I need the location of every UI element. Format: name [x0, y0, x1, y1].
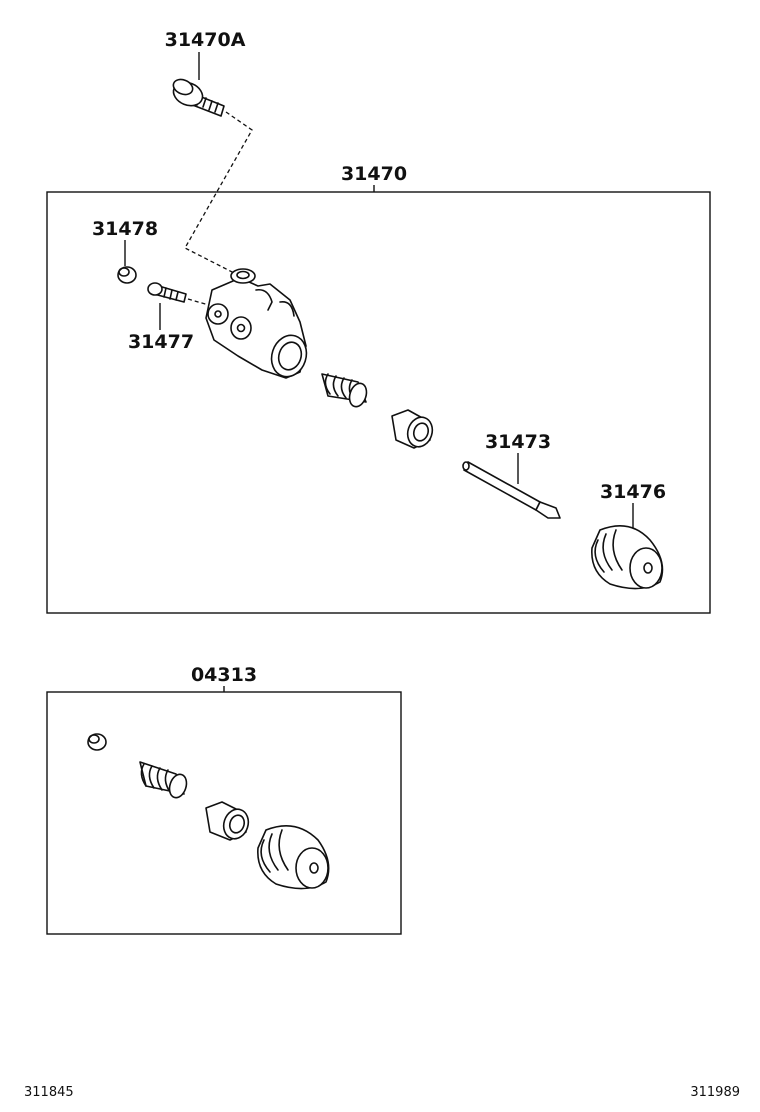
part-31477-plug: 31477	[128, 282, 213, 353]
frame-04313	[46, 691, 402, 935]
code-right: 311989	[690, 1085, 740, 1100]
label-31478: 31478	[92, 218, 158, 240]
part-31470a-bolt: 31470A	[165, 29, 246, 117]
assembly-31470-box: 31470	[46, 163, 711, 614]
code-left: 311845	[24, 1085, 74, 1100]
kit-04313-box: 04313	[46, 664, 402, 935]
label-04313: 04313	[191, 664, 257, 686]
label-31476: 31476	[600, 481, 666, 503]
frame-31470	[46, 191, 711, 614]
kit-boot	[257, 824, 330, 890]
kit-cap	[87, 733, 107, 751]
kit-cup	[205, 801, 250, 841]
part-31476-boot: 31476	[591, 481, 666, 590]
label-31470a: 31470A	[165, 29, 246, 51]
kit-spring	[139, 761, 188, 799]
piston-spring	[321, 373, 368, 408]
assembly-line-bolt	[184, 111, 253, 276]
label-31470: 31470	[341, 163, 407, 185]
label-31473: 31473	[485, 431, 551, 453]
label-31477: 31477	[128, 331, 194, 353]
part-31478-cap: 31478	[92, 218, 158, 284]
piston-cup	[391, 409, 434, 449]
part-31473-push-rod: 31473	[462, 431, 561, 519]
cylinder-body	[205, 268, 308, 379]
